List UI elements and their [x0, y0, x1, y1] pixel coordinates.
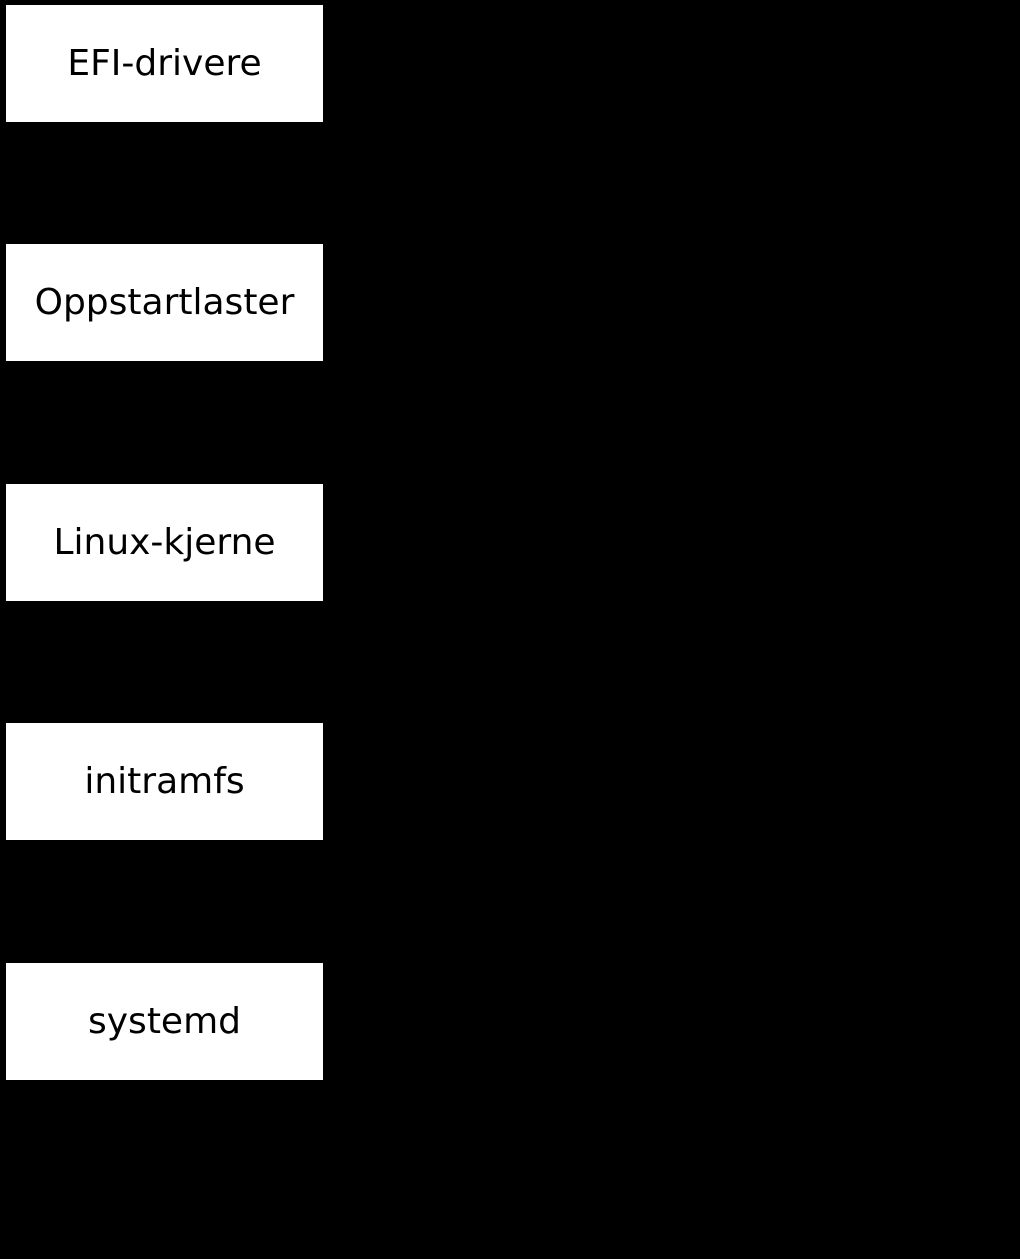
stage-label-systemd: systemd — [88, 1000, 241, 1042]
stage-box-efi-drivere[interactable]: EFI-drivere — [6, 5, 323, 122]
stage-label-oppstartlaster: Oppstartlaster — [34, 281, 295, 323]
stage-box-linux-kjerne[interactable]: Linux-kjerne — [6, 484, 323, 601]
stage-box-initramfs[interactable]: initramfs — [6, 723, 323, 840]
stage-box-systemd[interactable]: systemd — [6, 963, 323, 1080]
stage-label-efi-drivere: EFI-drivere — [67, 42, 262, 84]
stage-label-linux-kjerne: Linux-kjerne — [53, 521, 276, 563]
stage-label-initramfs: initramfs — [84, 760, 245, 802]
stage-box-oppstartlaster[interactable]: Oppstartlaster — [6, 244, 323, 361]
